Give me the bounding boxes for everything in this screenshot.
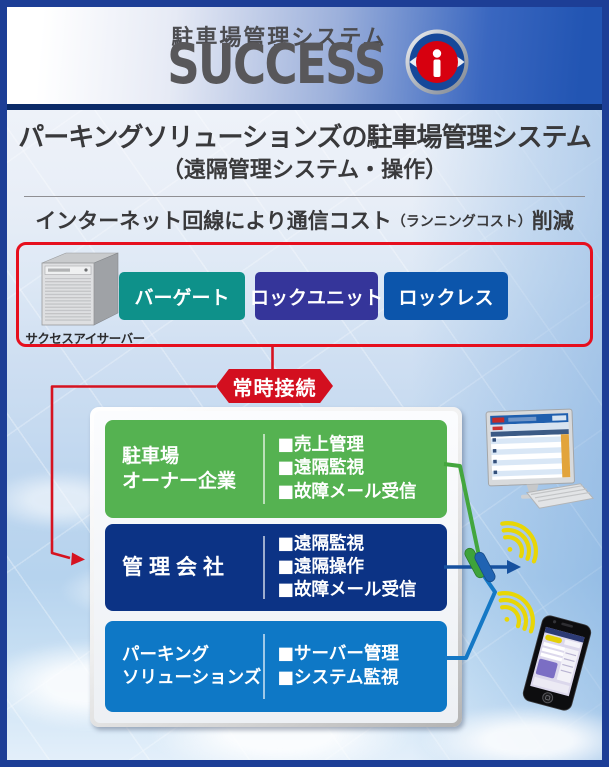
server-tower-icon (41, 252, 119, 326)
benefit-line: インターネット回線により通信コスト（ランニングコスト）削減 (0, 205, 609, 235)
row-divider (263, 536, 265, 599)
feature-item: ■遠隔操作 (277, 556, 365, 577)
org-name: 駐車場 オーナー企業 (105, 444, 263, 493)
header-divider (7, 104, 602, 110)
org-name-line: ソリューションズ (122, 667, 262, 688)
org-row-management-company: 管理会社 ■遠隔監視 ■遠隔操作 ■故障メール受信 (105, 524, 447, 611)
feature-item: ■遠隔監視 (277, 533, 365, 554)
org-name: パーキング ソリューションズ (105, 644, 263, 690)
separator-line (24, 196, 585, 197)
org-features: ■売上管理 ■遠隔監視 ■故障メール受信 (265, 434, 417, 503)
page-subtitle: （遠隔管理システム・操作） (161, 158, 448, 183)
device-lock-unit: ロックユニット (250, 272, 383, 320)
feature-item: ■サーバー管理 (277, 644, 399, 665)
device-bar-gate: バーゲート (119, 272, 245, 320)
benefit-main: インターネット回線により通信コスト (35, 209, 392, 233)
org-features: ■遠隔監視 ■遠隔操作 ■故障メール受信 (265, 533, 417, 602)
always-connected-badge: 常時接続 (216, 369, 333, 403)
feature-item: ■売上管理 (277, 435, 365, 456)
benefit-paren: （ランニングコスト） (391, 214, 532, 230)
header-band (7, 7, 602, 104)
org-name-line: 駐車場 (122, 445, 180, 468)
org-features: ■サーバー管理 ■システム監視 (265, 643, 399, 689)
benefit-suffix: 削減 (531, 209, 574, 233)
row-divider (263, 633, 265, 700)
org-name: 管理会社 (105, 554, 263, 581)
org-name-line: オーナー企業 (122, 470, 237, 492)
row-divider (263, 433, 265, 505)
brand-title: SUCCESS (167, 32, 386, 96)
feature-item: ■故障メール受信 (277, 580, 417, 601)
success-i-eye-icon (405, 29, 469, 95)
device-lockless: ロックレス (384, 272, 508, 320)
server-label: サクセスアイサーバー (25, 331, 145, 346)
server-devices-frame (16, 242, 593, 347)
org-name-line: パーキング (122, 644, 209, 665)
page-title: パーキングソリューションズの駐車場管理システム (18, 123, 591, 153)
feature-item: ■遠隔監視 (277, 458, 365, 479)
feature-item: ■故障メール受信 (277, 481, 417, 502)
feature-item: ■システム監視 (277, 667, 399, 688)
org-row-parking-owner: 駐車場 オーナー企業 ■売上管理 ■遠隔監視 ■故障メール受信 (105, 420, 447, 518)
brand-subtitle: 駐車場管理システム (171, 26, 387, 51)
org-row-parking-solutions: パーキング ソリューションズ ■サーバー管理 ■システム監視 (105, 621, 447, 712)
org-name-line: 管理会社 (122, 554, 230, 579)
